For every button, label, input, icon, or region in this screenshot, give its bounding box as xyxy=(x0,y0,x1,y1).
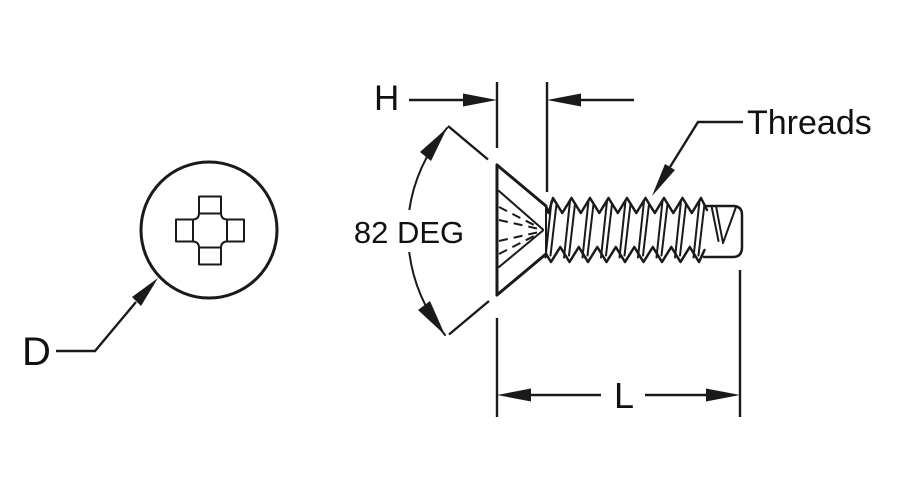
dim-countersink-angle: 82 DEG xyxy=(350,125,490,336)
thread-runout-notch xyxy=(710,205,737,244)
dim-diameter: D xyxy=(22,278,158,374)
h-arrowhead-right xyxy=(547,93,581,107)
head-height-label: H xyxy=(374,79,399,118)
angle-arc-upper xyxy=(408,127,448,213)
recess-hidden-lines xyxy=(498,206,538,255)
phillips-recess-inner-edges xyxy=(192,212,228,249)
thread-crest-bottom-zigzag xyxy=(544,245,706,264)
threads-label: Threads xyxy=(747,104,872,142)
countersink-angle-label: 82 DEG xyxy=(354,215,464,250)
screw-top-view xyxy=(139,160,279,300)
head-outline-circle xyxy=(139,160,279,300)
diameter-label: D xyxy=(22,330,51,374)
recess-side-profile xyxy=(498,190,544,268)
angle-arc-lower xyxy=(408,249,446,336)
angle-extension-line-top xyxy=(447,125,489,161)
dim-length: L xyxy=(495,270,742,417)
angle-label-backplate xyxy=(350,210,468,252)
head-cone-bottom-edge xyxy=(495,252,548,297)
threaded-shank xyxy=(544,196,744,264)
callout-threads: Threads xyxy=(652,104,872,196)
screw-side-view xyxy=(495,163,744,297)
blunt-end-cap xyxy=(702,204,744,259)
dim-head-height: H xyxy=(374,79,634,192)
l-arrowhead-right xyxy=(706,388,740,402)
l-arrowhead-left xyxy=(497,388,531,402)
h-arrowhead-left xyxy=(463,93,497,107)
head-cone-top-edge xyxy=(495,163,548,208)
recess-chevron xyxy=(498,190,544,268)
angle-extension-line-bottom xyxy=(448,300,490,336)
phillips-recess-icon xyxy=(175,195,245,266)
d-leader-line xyxy=(56,301,137,353)
length-label: L xyxy=(614,375,634,416)
thread-helix-lines xyxy=(544,200,706,259)
angle-arrowhead-top xyxy=(420,128,447,161)
angle-arrowhead-bottom xyxy=(418,301,445,335)
threads-leader-line xyxy=(668,120,743,168)
d-arrowhead xyxy=(132,278,158,306)
threads-arrowhead xyxy=(652,164,675,196)
